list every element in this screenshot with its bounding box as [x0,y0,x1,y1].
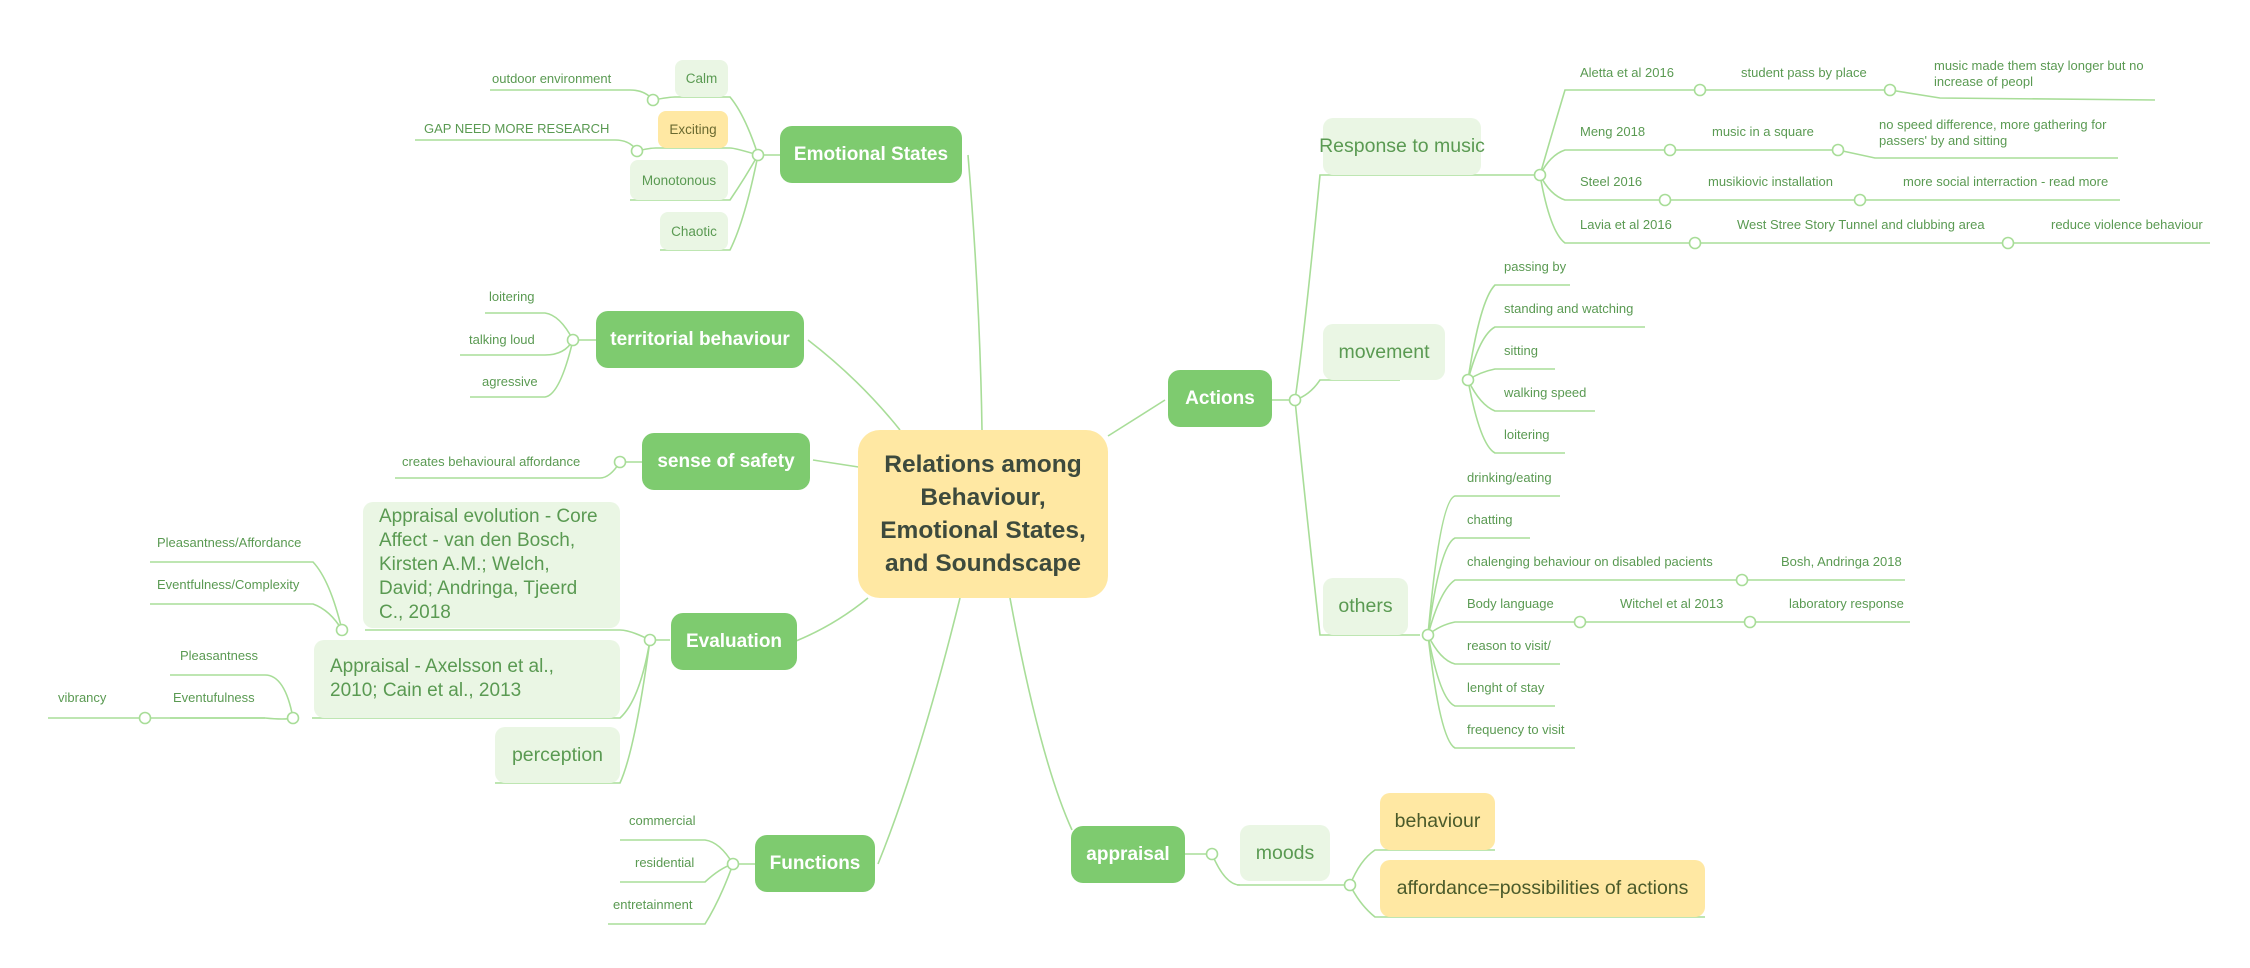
movement-standing-watching[interactable]: standing and watching [1504,301,1634,316]
function-entretainment[interactable]: entretainment [613,897,693,912]
others-chatting[interactable]: chatting [1467,512,1513,527]
moods-node[interactable]: moods [1240,825,1330,881]
root-topic[interactable]: Relations among Behaviour, Emotional Sta… [858,430,1108,598]
territorial-item-loitering[interactable]: loitering [489,289,535,304]
topic-sense-of-safety[interactable]: sense of safety [642,433,810,490]
response-result-steel[interactable]: more social interraction - read more [1903,174,2109,189]
response-author-meng[interactable]: Meng 2018 [1580,124,1646,139]
others-body-result[interactable]: laboratory response [1789,596,1904,611]
others-length-of-stay[interactable]: lenght of stay [1467,680,1545,695]
others-reason-to-visit[interactable]: reason to visit/ [1467,638,1551,653]
response-context-meng[interactable]: music in a square [1712,124,1814,139]
perception-node[interactable]: perception [495,727,620,783]
appraisal-affordance[interactable]: affordance=possibilities of actions [1380,860,1705,917]
others-drinking-eating[interactable]: drinking/eating [1467,470,1552,485]
calm-note[interactable]: outdoor environment [492,71,612,86]
response-context-aletta[interactable]: student pass by place [1741,65,1867,80]
others-chalenging-ref[interactable]: Bosh, Andringa 2018 [1781,554,1902,569]
others-chalenging-behaviour[interactable]: chalenging behaviour on disabled pacient… [1467,554,1713,569]
response-result-aletta[interactable]: music made them stay longer but no incre… [1934,58,2144,89]
topic-appraisal[interactable]: appraisal [1071,826,1185,883]
topic-territorial-behaviour[interactable]: territorial behaviour [596,311,804,368]
appraisal-axelsson-node[interactable]: Appraisal - Axelsson et al., 2010; Cain … [314,640,620,718]
topic-functions[interactable]: Functions [755,835,875,892]
evolution-item-pleasantness[interactable]: Pleasantness/Affordance [157,535,302,550]
emotion-monotonous[interactable]: Monotonous [630,160,728,200]
response-result-meng[interactable]: no speed difference, more gathering for … [1879,117,2107,148]
emotion-exciting[interactable]: Exciting [658,111,728,148]
emotion-chaotic[interactable]: Chaotic [660,212,728,250]
function-residential[interactable]: residential [635,855,695,870]
evolution-item-eventfulness[interactable]: Eventfulness/Complexity [157,577,300,592]
others-frequency-to-visit[interactable]: frequency to visit [1467,722,1565,737]
appraisal-behaviour[interactable]: behaviour [1380,793,1495,850]
safety-item-affordance[interactable]: creates behavioural affordance [402,454,581,469]
appraisal-evolution-node[interactable]: Appraisal evolution - Core Affect - van … [363,502,620,628]
movement-walking-speed[interactable]: walking speed [1504,385,1587,400]
response-author-steel[interactable]: Steel 2016 [1580,174,1643,189]
topic-evaluation[interactable]: Evaluation [671,613,797,670]
response-context-steel[interactable]: musikiovic installation [1708,174,1833,189]
movement-loitering[interactable]: loitering [1504,427,1550,442]
territorial-item-talking-loud[interactable]: talking loud [469,332,535,347]
function-commercial[interactable]: commercial [629,813,696,828]
territorial-item-agressive[interactable]: agressive [482,374,538,389]
axelsson-item-eventufulness[interactable]: Eventufulness [173,690,255,705]
movement-node[interactable]: movement [1323,324,1445,380]
response-result-lavia[interactable]: reduce violence behaviour [2051,217,2203,232]
topic-emotional-states[interactable]: Emotional States [780,126,962,183]
emotion-calm[interactable]: Calm [675,60,728,97]
others-body-ref[interactable]: Witchel et al 2013 [1620,596,1724,611]
others-body-language[interactable]: Body language [1467,596,1554,611]
response-context-lavia[interactable]: West Stree Story Tunnel and clubbing are… [1737,217,1985,232]
response-author-lavia[interactable]: Lavia et al 2016 [1580,217,1672,232]
response-to-music-node[interactable]: Response to music [1319,118,1485,175]
eventfulness-vibrancy[interactable]: vibrancy [58,690,107,705]
movement-sitting[interactable]: sitting [1504,343,1538,358]
movement-passing-by[interactable]: passing by [1504,259,1567,274]
axelsson-item-pleasantness[interactable]: Pleasantness [180,648,259,663]
topic-actions[interactable]: Actions [1168,370,1272,427]
response-author-aletta[interactable]: Aletta et al 2016 [1580,65,1674,80]
exciting-note[interactable]: GAP NEED MORE RESEARCH [424,121,610,136]
others-node[interactable]: others [1323,578,1408,635]
